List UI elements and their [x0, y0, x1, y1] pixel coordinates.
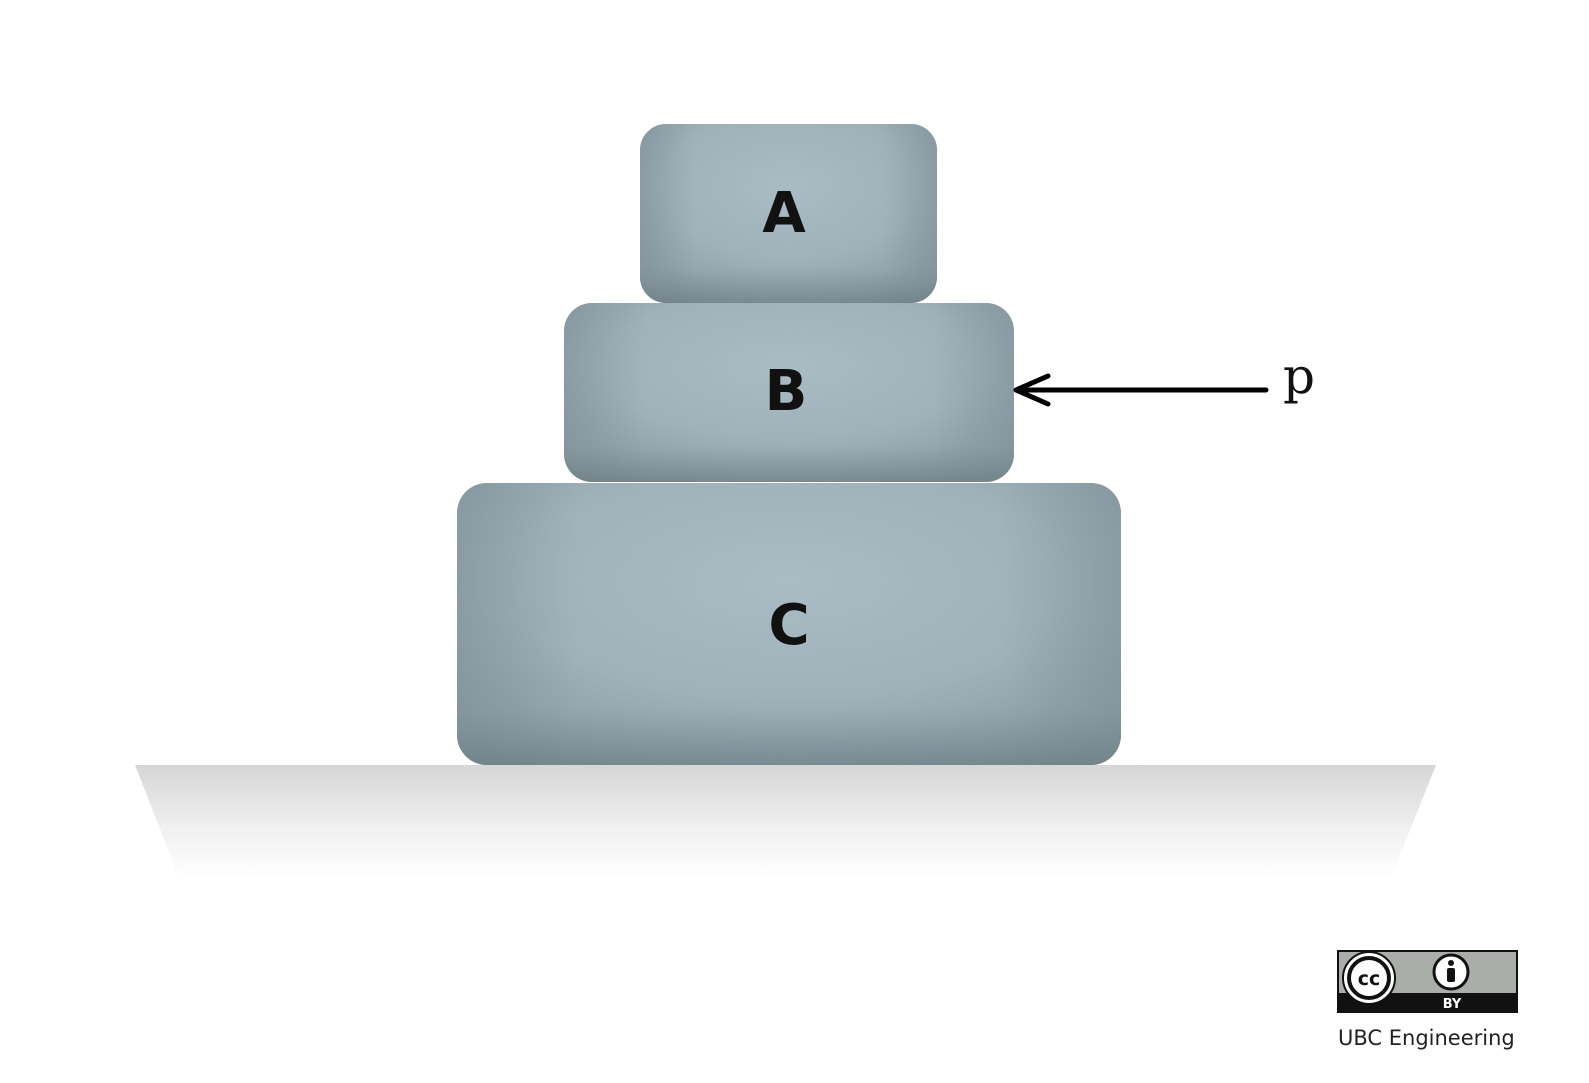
block-c-label: C — [768, 593, 809, 658]
cc-icon: cc — [1342, 951, 1396, 1005]
block-a: A — [640, 124, 937, 303]
force-label: p — [1283, 347, 1315, 405]
svg-text:cc: cc — [1358, 968, 1381, 990]
ground-surface — [135, 765, 1436, 880]
license-badge-text: BY — [1443, 997, 1462, 1012]
attribution-person-icon — [1432, 953, 1470, 991]
attribution-text: UBC Engineering — [1338, 1026, 1515, 1050]
block-b: B — [564, 303, 1014, 482]
block-b-label: B — [765, 359, 808, 424]
cc-by-badge: cc BY — [1337, 950, 1518, 1013]
block-c: C — [457, 483, 1121, 765]
force-arrow — [1013, 373, 1269, 407]
block-a-label: A — [762, 181, 806, 246]
